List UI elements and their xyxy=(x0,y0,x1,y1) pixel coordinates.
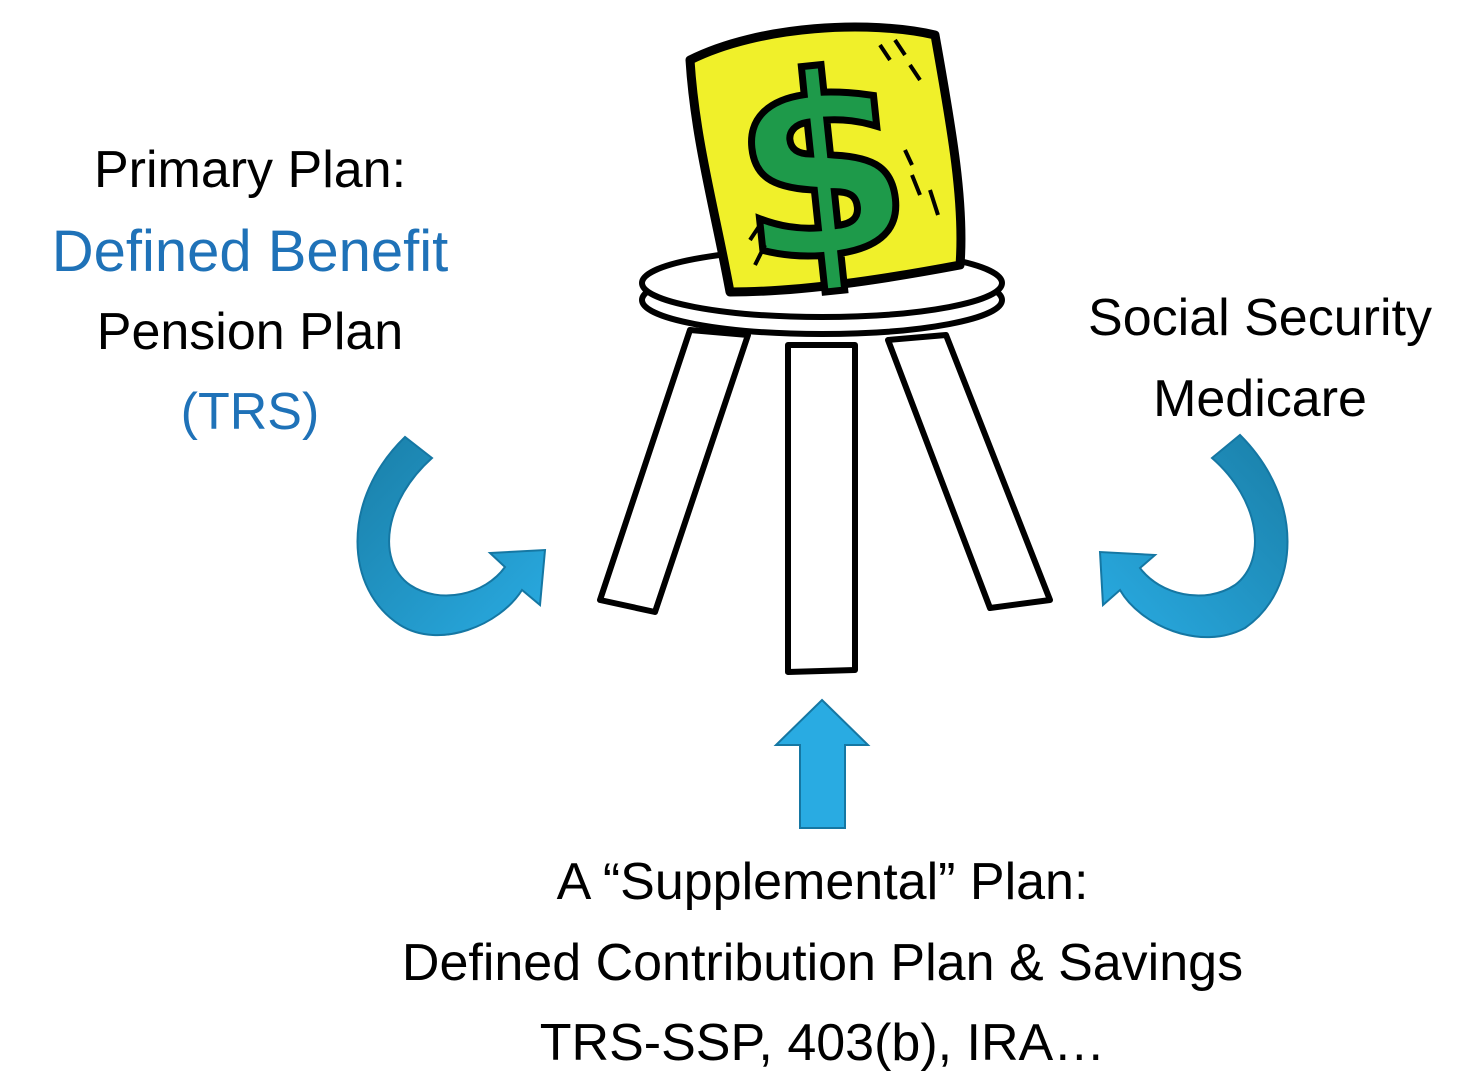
pension-plan-text: Pension Plan xyxy=(96,302,404,361)
plan-examples-text: TRS-SSP, 403(b), IRA… xyxy=(539,1014,1106,1073)
up-arrow-icon xyxy=(773,698,871,829)
sketch-marks xyxy=(748,38,940,266)
dollar-sign-icon: $ xyxy=(685,11,966,326)
curved-arrow-right-icon xyxy=(1098,433,1289,638)
stool-leg-back-left xyxy=(597,327,751,615)
supplemental-plan-heading: A “Supplemental” Plan: xyxy=(556,853,1089,911)
primary-plan-heading: Primary Plan: xyxy=(93,141,407,199)
medicare-text: Medicare xyxy=(1153,369,1367,428)
stool-leg-back-right xyxy=(885,332,1053,611)
stool-diagram: $ xyxy=(356,11,1289,829)
social-security-label: Social Security Medicare xyxy=(1060,278,1457,439)
defined-benefit-text: Defined Benefit xyxy=(51,218,449,284)
dollar-symbol: $ xyxy=(720,15,923,323)
curved-arrow-left-icon xyxy=(356,435,547,637)
supplemental-plan-label: A “Supplemental” Plan: Defined Contribut… xyxy=(300,842,1345,1084)
defined-contribution-text: Defined Contribution Plan & Savings xyxy=(401,933,1244,992)
social-security-text: Social Security xyxy=(1088,289,1432,347)
primary-plan-label: Primary Plan: Defined Benefit Pension Pl… xyxy=(0,130,500,453)
trs-text: (TRS) xyxy=(180,383,320,442)
stool-leg-front-center xyxy=(785,342,858,675)
